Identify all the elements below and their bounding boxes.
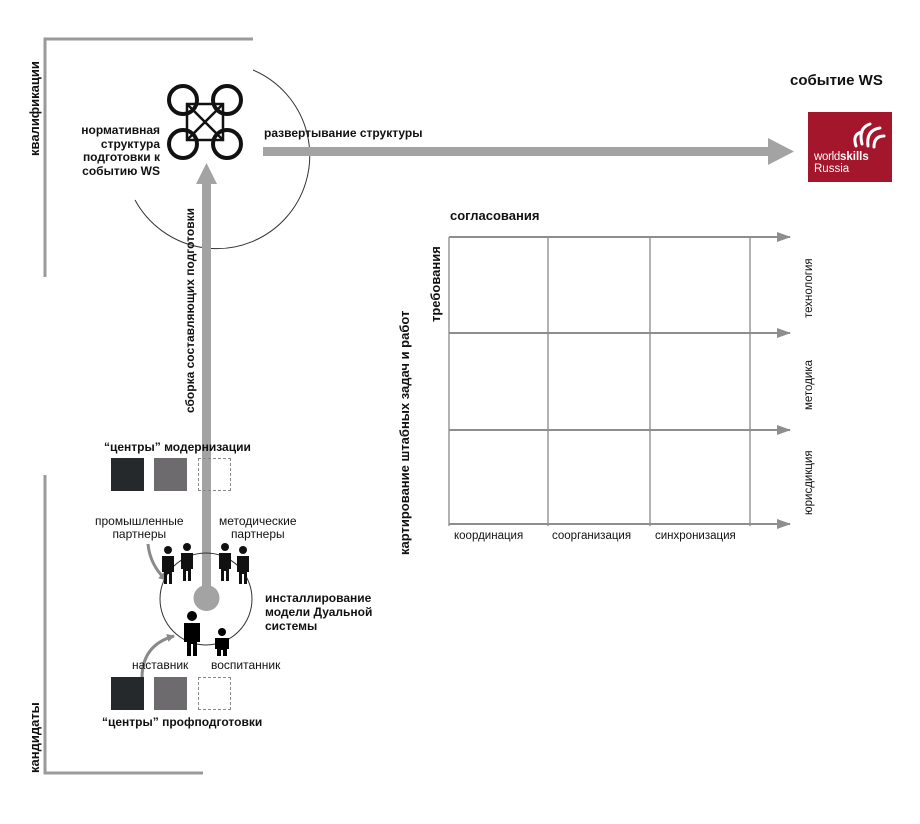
modernization-center-square-2 [154, 458, 187, 491]
industrial-partners-label: промышленные партнеры [95, 515, 184, 541]
methodical-partners-line: партнеры [230, 527, 285, 541]
matrix-side-label: картирование штабных задач и работ [397, 310, 412, 555]
mentor-label: наставник [132, 658, 189, 672]
industrial-partners-arrow [146, 543, 168, 582]
training-center-square-1 [111, 677, 144, 710]
installing-label: инсталлирование модели Дуальной системы [265, 591, 372, 633]
dual-system-circle [159, 552, 253, 646]
deployment-arrow [263, 138, 794, 165]
training-center-square-2 [154, 677, 187, 710]
matrix-left-label: требования [428, 246, 443, 322]
matrix-row-arrows [449, 232, 791, 529]
modernization-center-square-1 [111, 458, 144, 491]
training-center-square-3 [198, 677, 231, 710]
mentor-arrow [140, 634, 175, 679]
training-centers-label: “центры” профподготовки [102, 715, 263, 729]
logo-word-russia: Russia [814, 163, 850, 175]
matrix-column-label: синхронизация [655, 530, 736, 542]
mentor-icon [184, 611, 200, 656]
modernization-center-square-3 [198, 458, 231, 491]
pupil-icon [215, 628, 229, 656]
methodical-partners-icon [219, 543, 249, 584]
matrix-row-label: технология [803, 258, 815, 318]
matrix-grid [448, 237, 751, 526]
structure-icon [167, 84, 243, 160]
hand-emblem-icon [853, 122, 886, 149]
assembly-label: сборка составляющих подготовки [183, 208, 197, 413]
structure-circle [134, 69, 311, 250]
modernization-centers-label: “центры” модернизации [104, 440, 251, 454]
matrix-top-label: согласования [450, 208, 540, 223]
matrix-column-label: соорганизация [552, 530, 632, 542]
pupil-label: воспитанник [211, 658, 281, 672]
deployment-label: развертывание структуры [264, 126, 423, 140]
structure-label: нормативная структура подготовки к событ… [81, 123, 160, 178]
assembly-arrow [193, 163, 220, 611]
structure-label-line: нормативная [81, 123, 160, 137]
structure-label-line: событию WS [82, 163, 160, 178]
matrix-row-label: юрисдикция [803, 450, 815, 515]
methodical-partners-label: методические партнеры [219, 515, 297, 541]
matrix-row-label: методика [803, 359, 815, 410]
structure-label-line: структура [100, 136, 160, 151]
industrial-partners-icon [162, 543, 193, 584]
methodical-partners-line: методические [219, 514, 297, 528]
logo-word-skills: skills [839, 151, 869, 163]
logo-word-world: world [814, 151, 840, 163]
matrix-column-label: координация [454, 530, 524, 542]
industrial-partners-line: партнеры [112, 527, 167, 541]
qualifications-label: квалификации [27, 61, 42, 156]
qualifications-bracket [43, 37, 253, 277]
candidates-bracket [43, 475, 203, 775]
candidates-label: кандидаты [27, 702, 42, 773]
installing-line: системы [265, 619, 318, 633]
worldskills-russia-logo: worldskills Russia [808, 112, 892, 182]
installing-line: инсталлирование [265, 591, 372, 605]
industrial-partners-line: промышленные [95, 514, 184, 528]
structure-label-line: подготовки к [82, 150, 160, 164]
event-label: событие WS [790, 72, 883, 89]
installing-line: модели Дуальной [265, 605, 373, 619]
